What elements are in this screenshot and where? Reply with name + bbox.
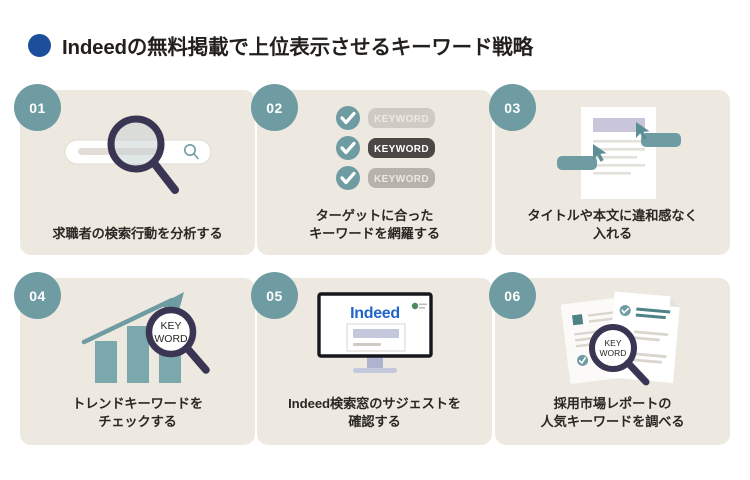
svg-text:KEYWORD: KEYWORD: [373, 174, 428, 185]
caption-line: 採用市場レポートの: [553, 395, 672, 411]
bullet-icon: [28, 33, 51, 57]
svg-text:WORD: WORD: [154, 333, 188, 345]
trend-bar-chart-magnifier-icon: KEY WORD: [20, 286, 255, 386]
card-caption: 採用市場レポートの 人気キーワードを調べる: [503, 395, 722, 431]
checklist-row: KEYWORD: [335, 166, 435, 190]
checklist-row: KEYWORD: [335, 106, 435, 130]
caption-line: 確認する: [348, 413, 401, 429]
card-number-badge: 05: [251, 272, 298, 319]
page-title: Indeedの無料掲載で上位表示させるキーワード戦略: [62, 36, 533, 59]
card-02: 02 KEYWORD KEYWORD: [251, 84, 492, 255]
card-caption: 求職者の検索行動を分析する: [28, 225, 247, 243]
card-number-badge: 02: [251, 84, 298, 131]
svg-text:KEY: KEY: [160, 320, 181, 332]
suggest-dot-icon: [411, 302, 427, 310]
caption-line: トレンドキーワードを: [72, 395, 203, 411]
card-number-badge: 03: [489, 84, 536, 131]
keyword-checklist-icon: KEYWORD KEYWORD KEYWORD: [257, 96, 492, 204]
caption-line: キーワードを網羅する: [309, 225, 440, 241]
caption-line: 人気キーワードを調べる: [540, 413, 685, 429]
monitor-indeed-suggest-icon: Indeed: [257, 286, 492, 386]
document-cursor-tag-icon: [495, 96, 730, 204]
svg-text:WORD: WORD: [599, 348, 626, 358]
card-number-badge: 06: [489, 272, 536, 319]
card-caption: Indeed検索窓のサジェストを 確認する: [265, 395, 484, 431]
card-05: 05 Indeed Indeed検索窓のサジェストを 確認する: [251, 272, 492, 445]
card-number-badge: 01: [14, 84, 61, 131]
svg-text:KEYWORD: KEYWORD: [373, 114, 428, 125]
reports-magnifier-icon: KEY WORD: [495, 286, 730, 386]
card-caption: ターゲットに合った キーワードを網羅する: [265, 207, 484, 243]
svg-text:KEYWORD: KEYWORD: [373, 144, 428, 155]
caption-line: チェックする: [98, 413, 177, 429]
card-01: 01 求職者の検索行動を分析する: [14, 84, 255, 255]
svg-text:KEY: KEY: [604, 338, 621, 348]
card-number-badge: 04: [14, 272, 61, 319]
caption-line: タイトルや本文に違和感なく: [527, 207, 698, 223]
card-caption: トレンドキーワードを チェックする: [28, 395, 247, 431]
card-caption: タイトルや本文に違和感なく 入れる: [503, 207, 722, 243]
caption-line: 入れる: [592, 225, 633, 241]
card-03: 03 タイトルや本文に違和感なく 入れる: [489, 84, 730, 255]
caption-line: 求職者の検索行動を分析する: [52, 225, 223, 241]
card-06: 06: [489, 272, 730, 445]
caption-line: ターゲットに合った: [315, 207, 434, 223]
card-04: 04 KEY WORD トレンドキーワードを チェックする: [14, 272, 255, 445]
search-bar-magnifier-icon: [20, 96, 255, 204]
svg-text:Indeed: Indeed: [350, 305, 400, 322]
caption-line: Indeed検索窓のサジェストを: [288, 395, 461, 411]
checklist-row: KEYWORD: [335, 136, 435, 160]
page-header: Indeedの無料掲載で上位表示させるキーワード戦略: [28, 30, 533, 60]
